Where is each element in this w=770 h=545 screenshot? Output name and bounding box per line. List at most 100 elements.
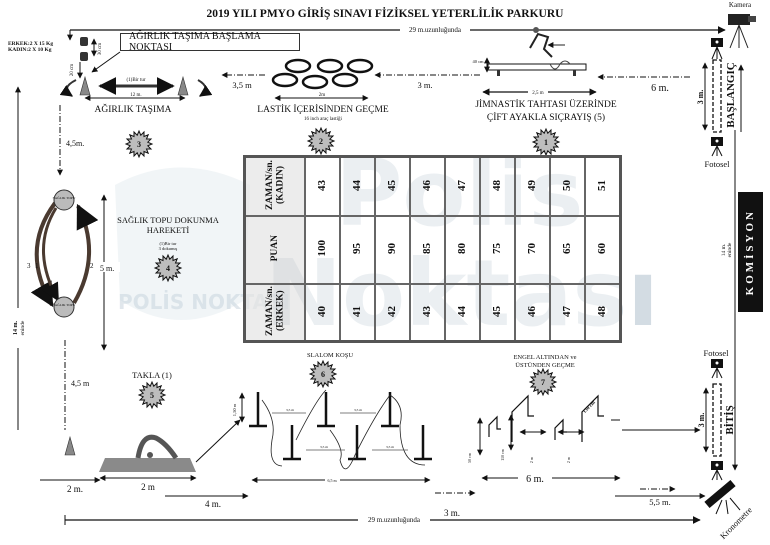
s7-length: 6 m. [526,474,544,485]
badge-number: 3 [137,140,141,149]
right-side-note: eninde [727,242,733,257]
gym-board-icon [487,27,587,76]
starburst-icon [153,253,183,283]
badge-number: 5 [150,391,154,400]
s4-title-2: HAREKETİ [147,225,190,235]
photocell-icon [711,359,723,379]
chronometer-icon [704,480,741,515]
chronometer-label: Kronometre [718,505,754,541]
station-badge-7: 7 [528,367,558,397]
weight-female: KADIN:2 X 10 Kg [8,47,52,53]
s5-title: TAKLA (1) [132,370,172,380]
s1-length: 2,5 m [532,91,544,96]
weight-male: ERKEK:2 X 15 Kg [8,41,53,47]
score-table-cell: 100 [304,215,341,285]
finish-label: BİTİŞ [724,405,736,434]
cell-value: 80 [456,243,469,254]
svg-text:SAĞLIK TOPU: SAĞLIK TOPU [53,195,76,200]
page-title: 2019 YILI PMYO GİRİŞ SINAVI FİZİKSEL YET… [207,6,565,20]
cell-value: 65 [561,243,574,254]
distance-4-5-b: 4,5 m [71,379,90,388]
s3-title: AĞIRLIK TAŞIMA [95,103,172,115]
starburst-icon [528,367,558,397]
commission-label: KOMİSYON [744,208,757,296]
left-side-note: eninde [20,320,26,335]
starburst-icon [306,126,336,156]
score-table-cell: 45 [374,155,411,217]
score-table-cell: 46 [409,155,446,217]
station-badge-3: 3 [124,129,154,159]
photocell-icon [711,137,723,157]
slalom-poles [249,392,432,461]
row-header-text: ZAMAN/sn. (ERKEK) [264,286,285,336]
score-table-row-header: ZAMAN/sn. (KADIN) [243,155,306,217]
s6-gap: 3,5 m [286,408,294,413]
cell-value: 100 [316,240,329,257]
distance-3-top: 3 m. [417,80,432,90]
score-table-cell: 70 [514,215,551,285]
s6-height: 1,50 m [232,403,238,416]
s6-gap: 3,5 m [386,445,394,450]
cell-value: 43 [316,179,329,191]
s4-seq-1: 1 [35,262,39,270]
start-length: 3 m. [696,90,705,105]
bottom-length-label: 29 m.uzunluğunda [368,516,421,524]
score-table-cell: 80 [444,215,481,285]
start-point-label: AĞIRLIK TAŞIMA BAŞLAMA NOKTASI [120,31,300,53]
cell-value: 48 [596,305,609,317]
medicine-ball-icon: SAĞLIK TOPU [53,296,76,318]
s5-mat-length: 2 m [141,482,155,492]
score-table-cell: 75 [479,215,516,285]
distance-2: 2 m. [67,484,83,494]
s1-title-2: ÇİFT AYAKLA SIÇRAYIŞ (5) [487,111,605,123]
photocell-icon [711,461,723,481]
top-length-label: 29 m.uzunluğunda [409,26,462,34]
photocell-icon [711,38,723,60]
s6-length: 6,5 m [327,478,337,484]
cell-value: 51 [596,179,609,191]
finish-length: 3 m. [697,413,706,428]
s4-note-2: 3 dokunuş [159,246,178,251]
distance-5-5: 5,5 m. [649,497,671,507]
cell-value: 46 [421,179,434,191]
s2-title: LASTİK İÇERİSİNDEN GEÇME [257,103,389,115]
badge-number: 2 [319,137,323,146]
s7-title-1: ENGEL ALTINDAN ve [513,354,576,361]
s3-note: (1)Bir tur [126,78,145,83]
score-table-cell: 50 [549,155,586,217]
weight-height-30: 30 cm [98,43,103,55]
score-table-cell: 85 [409,215,446,285]
slalom-route [261,389,426,470]
s6-gap: 3,5 m [354,408,362,413]
cell-value: 49 [526,179,539,191]
turn-arrow-icon [197,79,213,97]
s6-gap: 3,5 m [320,445,328,450]
tires-icon [271,58,374,90]
cell-value: 85 [421,243,434,254]
row-header-text: PUAN [269,235,280,262]
cone-icon [177,75,189,96]
distance-3-5: 3,5 m [232,80,252,90]
row-header-text: ZAMAN/sn. (KADIN) [264,160,285,210]
score-table-cell: 95 [339,215,376,285]
score-table-row-header: PUAN [243,215,306,285]
score-table-cell: 41 [339,283,376,343]
finish-zone [712,383,722,457]
left-side-length: 14 m. [13,321,19,335]
cell-value: 44 [351,179,364,191]
camera-icon [728,14,756,49]
cell-value: 47 [456,179,469,191]
cone-icon [64,435,76,456]
commission-box: KOMİSYON [738,192,763,312]
cell-value: 44 [456,305,469,317]
distance-4-5-a: 4,5m. [66,139,84,148]
score-table-cell: 49 [514,155,551,217]
s7-bar: 130 cm [583,400,598,415]
starburst-icon [308,359,338,389]
score-table-cell: 60 [584,215,622,285]
score-table-cell: 40 [304,283,341,343]
station-badge-2: 2 [306,126,336,156]
